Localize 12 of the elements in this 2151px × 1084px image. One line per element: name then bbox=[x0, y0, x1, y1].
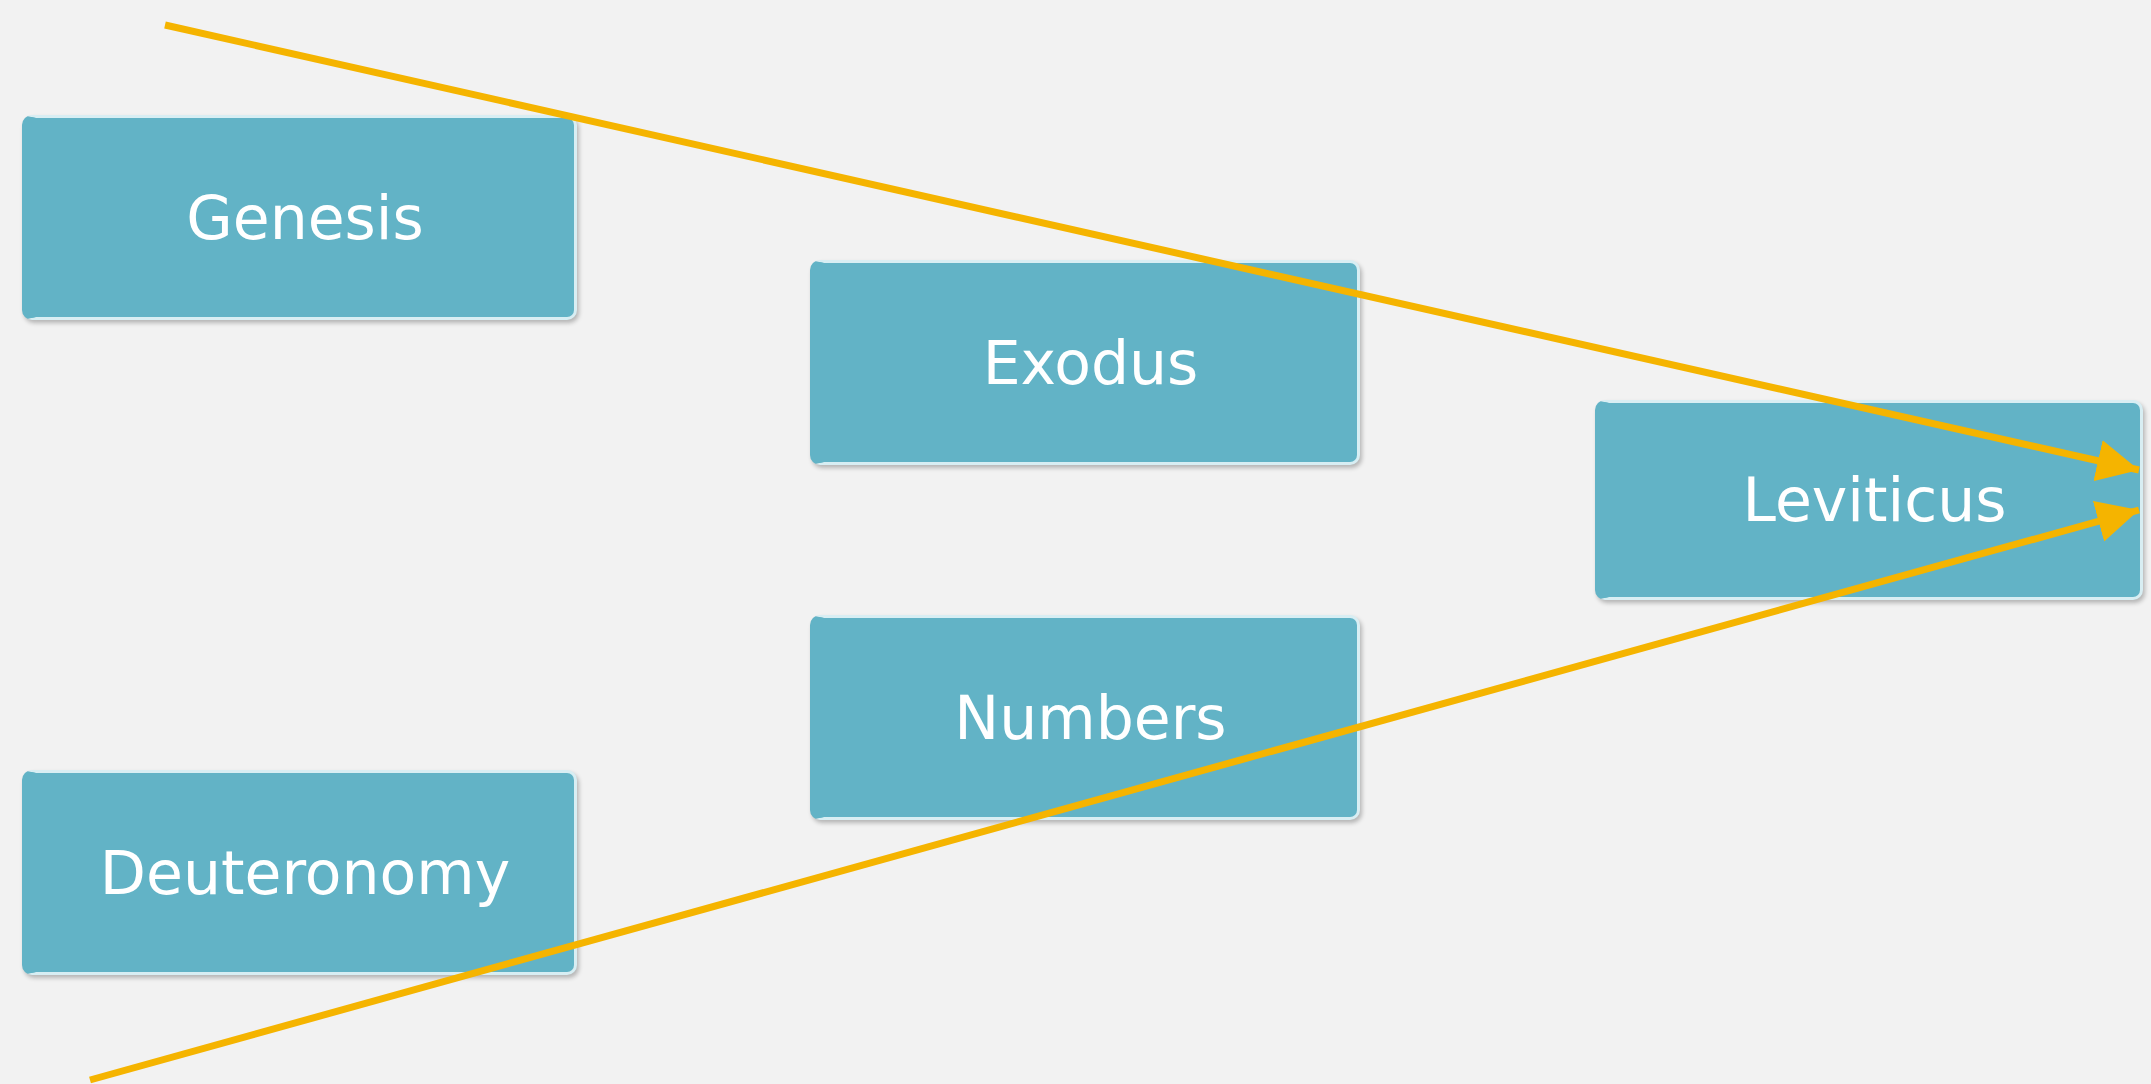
banner-label: Leviticus bbox=[1742, 465, 2007, 535]
arrow bbox=[164, 21, 2140, 482]
banner-label: Exodus bbox=[982, 327, 1199, 398]
scroll-banner bbox=[22, 115, 577, 320]
scroll-banner bbox=[22, 770, 577, 975]
banner-label: Genesis bbox=[186, 182, 424, 253]
arrow bbox=[89, 501, 2140, 1084]
scroll-banner bbox=[810, 615, 1360, 820]
scroll-banner bbox=[1595, 400, 2143, 600]
banner-label: Numbers bbox=[954, 682, 1227, 753]
scroll-banner bbox=[810, 260, 1360, 465]
banner-label: Deuteronomy bbox=[99, 837, 511, 908]
